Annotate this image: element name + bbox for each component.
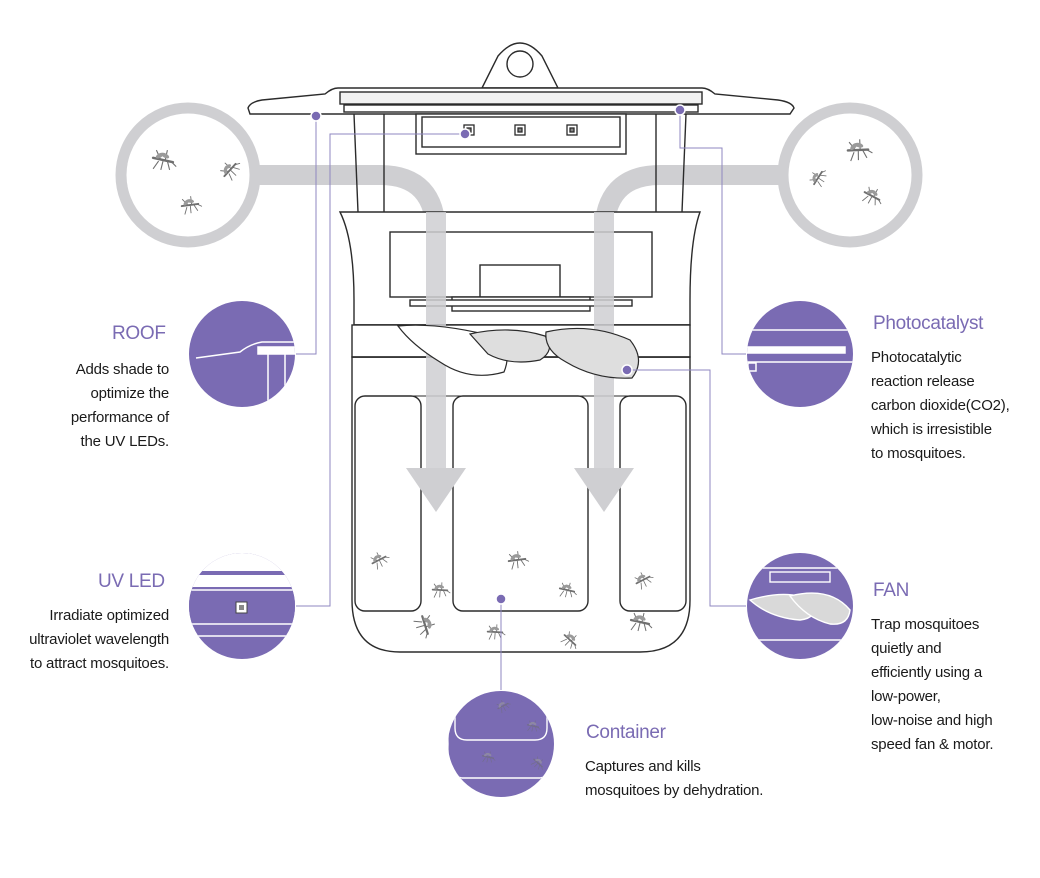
roof-desc-line: the UV LEDs.	[80, 433, 170, 450]
fan-desc-line: speed fan & motor.	[871, 736, 994, 753]
photocatalyst-desc-line: to mosquitoes.	[871, 445, 966, 462]
container-desc-line: Captures and kills	[585, 758, 701, 775]
fan-blades	[396, 324, 640, 379]
roof-desc-line: Adds shade to	[75, 361, 170, 378]
zoom-container	[448, 691, 554, 797]
photocatalyst-title: Photocatalyst	[873, 313, 984, 334]
container-desc-line: mosquitoes by dehydration.	[585, 782, 764, 799]
fan-desc-line: quietly and	[871, 640, 942, 657]
zoom-uv-led	[189, 553, 295, 659]
container-title: Container	[586, 722, 666, 743]
uv-led-desc-line: Irradiate optimized	[49, 607, 169, 624]
fan-desc-line: efficiently using a	[871, 664, 982, 681]
fan-desc-line: low-power,	[871, 688, 941, 705]
roof-description: Adds shade to optimize the performance o…	[71, 358, 169, 454]
zoom-photocatalyst	[747, 301, 853, 407]
photocatalyst-desc-line: carbon dioxide(CO2),	[871, 397, 1010, 414]
photocatalyst-desc-line: Photocatalytic	[871, 349, 962, 366]
roof-title: ROOF	[112, 323, 166, 344]
uv-led-title: UV LED	[98, 571, 165, 592]
roof-desc-line: optimize the	[90, 385, 170, 402]
fan-title: FAN	[873, 580, 910, 601]
uv-led-description: Irradiate optimized ultraviolet waveleng…	[29, 604, 169, 676]
zoom-roof	[189, 301, 295, 407]
photocatalyst-description: Photocatalytic reaction release carbon d…	[871, 346, 1010, 466]
uv-led-desc-line: ultraviolet wavelength	[29, 631, 169, 648]
container-description: Captures and kills mosquitoes by dehydra…	[585, 755, 763, 803]
uv-led-desc-line: to attract mosquitoes.	[29, 655, 169, 672]
leader-lines	[296, 110, 746, 690]
photocatalyst-desc-line: reaction release	[871, 373, 975, 390]
photocatalyst-desc-line: which is irresistible	[871, 421, 992, 438]
roof-desc-line: performance of	[70, 409, 169, 426]
leader-dots	[310, 104, 686, 605]
zoom-fan	[747, 553, 853, 659]
fan-desc-line: Trap mosquitoes	[871, 616, 980, 633]
fan-desc-line: low-noise and high	[871, 712, 993, 729]
fan-description: Trap mosquitoes quietly and efficiently …	[871, 613, 994, 757]
